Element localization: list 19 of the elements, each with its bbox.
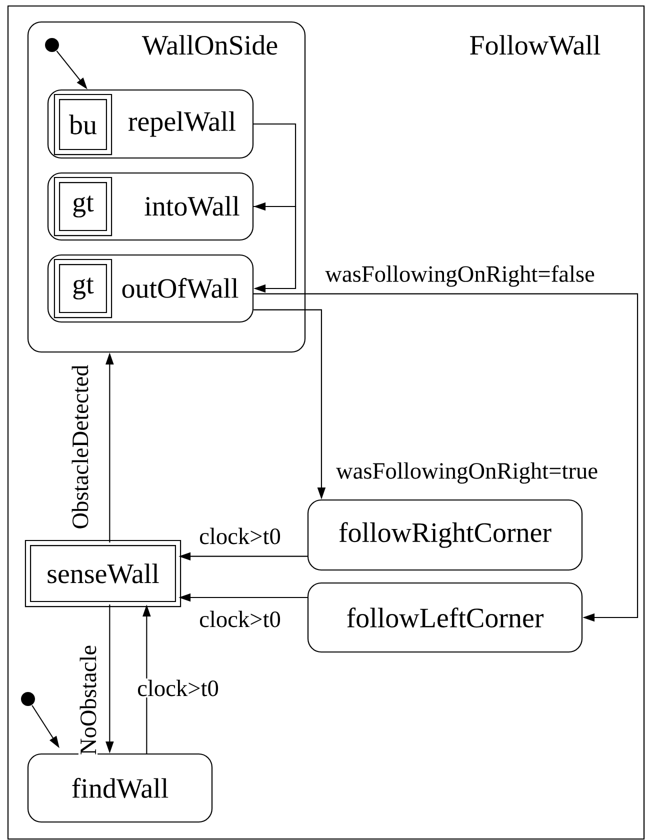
- state-box: followLeftCorner: [307, 582, 583, 653]
- edge-label: clock>t0: [136, 678, 220, 698]
- submachine-box: gt: [54, 258, 112, 318]
- arrow: [254, 293, 638, 622]
- edge-label: wasFollowingOnRight=true: [334, 461, 600, 485]
- edge-label: ObstacleDetected: [70, 363, 90, 531]
- edge-label: wasFollowingOnRight=false: [324, 264, 596, 288]
- edge-label: clock>t0: [198, 526, 282, 546]
- edge-label: clock>t0: [198, 609, 282, 629]
- state-box: senseWall: [24, 540, 182, 608]
- submachine-box: bu: [54, 94, 112, 156]
- arrow: [254, 123, 296, 211]
- state-box: followRightCorner: [307, 499, 583, 571]
- edge-label: NoObstacle: [78, 644, 98, 756]
- arrow: [254, 206, 296, 293]
- initial-state-dot: [45, 38, 59, 52]
- submachine-box: gt: [54, 176, 112, 236]
- state-box: findWall: [27, 753, 213, 823]
- initial-state-dot: [21, 692, 35, 706]
